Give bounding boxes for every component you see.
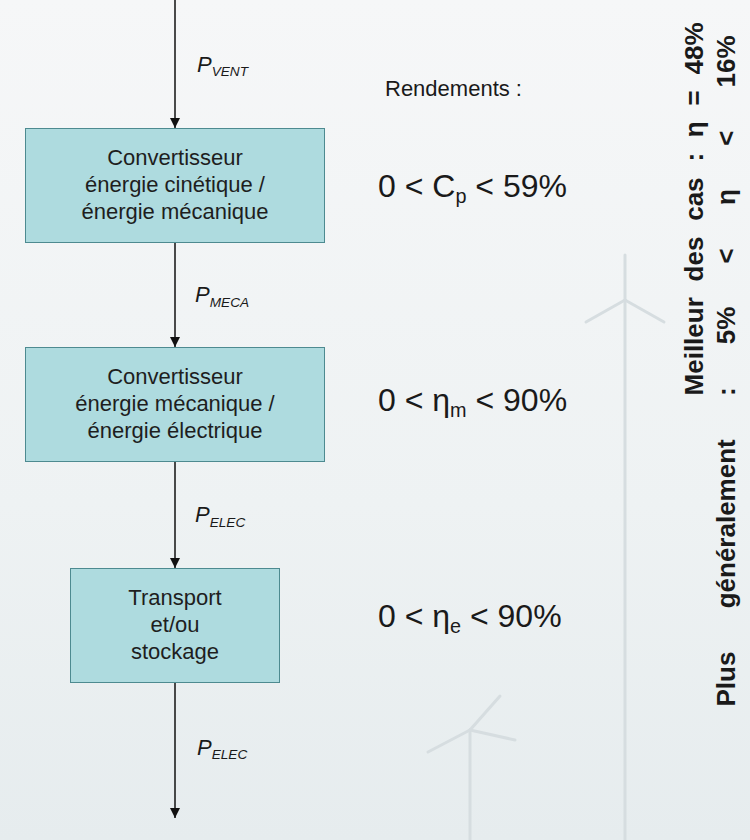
wind-turbines — [428, 255, 664, 840]
efficiency-label: Rendements : — [385, 76, 522, 101]
text-run: 0 < η — [378, 382, 450, 418]
text-run: < 59% — [466, 168, 567, 204]
power-label: PELEC — [197, 735, 247, 760]
text-run: P — [195, 282, 210, 307]
efficiency-label: 0 < ηm < 90% — [378, 382, 567, 419]
subscript: e — [450, 615, 461, 637]
subscript: ELEC — [210, 515, 246, 530]
text-run: P — [195, 502, 210, 527]
process-box: Convertisseur énergie mécanique / énergi… — [25, 347, 325, 462]
efficiency-note: Meilleur des cas : η = 48% — [679, 22, 709, 395]
efficiency-note: Plus généralement : 5% < η < 16% — [712, 35, 742, 706]
turbine-tower — [624, 300, 627, 840]
process-box: Convertisseur énergie cinétique / énergi… — [25, 128, 325, 243]
turbine-blade — [428, 730, 470, 752]
subscript: MECA — [210, 295, 249, 310]
efficiency-label: 0 < Cp < 59% — [378, 168, 567, 205]
flow-arrow — [174, 243, 176, 347]
text-run: P — [197, 735, 212, 760]
turbine-blade — [470, 696, 500, 730]
subscript: p — [455, 185, 466, 207]
power-label: PMECA — [195, 282, 249, 307]
turbine-blade — [470, 730, 515, 740]
turbine-blade — [586, 300, 625, 322]
text-run: P — [197, 52, 212, 77]
text-run: 0 < η — [378, 598, 450, 634]
text-run: < 90% — [467, 382, 568, 418]
power-label: PVENT — [197, 52, 248, 77]
output-arrow — [174, 683, 176, 818]
flow-arrow — [174, 462, 176, 568]
subscript: ELEC — [212, 747, 248, 762]
box-text: Convertisseur énergie mécanique / énergi… — [75, 364, 275, 444]
subscript: VENT — [212, 64, 248, 79]
power-label: PELEC — [195, 502, 245, 527]
turbine-blade — [624, 255, 627, 300]
subscript: m — [450, 399, 467, 421]
efficiency-label: 0 < ηe < 90% — [378, 598, 562, 635]
box-text: Convertisseur énergie cinétique / énergi… — [75, 145, 275, 225]
turbine-blade — [625, 300, 664, 322]
turbine-tower — [469, 730, 472, 840]
process-box: Transport et/ou stockage — [70, 568, 280, 683]
box-text: Transport et/ou stockage — [113, 585, 238, 665]
text-run: 0 < C — [378, 168, 455, 204]
text-run: < 90% — [461, 598, 562, 634]
input-arrow — [174, 0, 176, 128]
